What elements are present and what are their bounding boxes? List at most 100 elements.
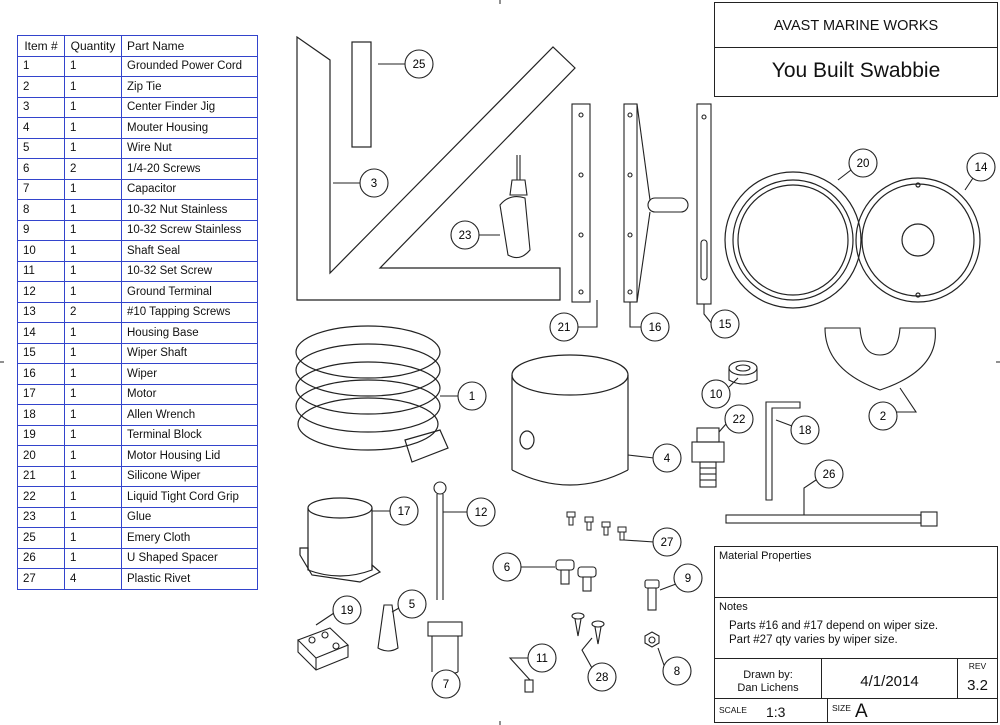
- balloon-callout-3: 3: [333, 168, 389, 198]
- balloon-leader-line: [803, 479, 817, 515]
- balloon-circle: [431, 669, 461, 699]
- balloon-number: 8: [674, 666, 680, 678]
- balloon-number: 12: [475, 507, 488, 519]
- item-number-cell: 17: [17, 383, 65, 405]
- balloon-number: 28: [596, 672, 609, 684]
- balloon-circle: [790, 415, 820, 445]
- balloon-number: 7: [443, 679, 449, 691]
- balloon-callout-1: 1: [440, 381, 487, 411]
- part-motor-housing-lid: [724, 171, 862, 309]
- balloon-leader-line: [728, 377, 739, 388]
- balloon-number: 2: [880, 411, 886, 423]
- balloon-callout-25: 25: [378, 49, 434, 79]
- part-grounded-power-cord: [295, 325, 449, 463]
- size-box: SIZE A: [827, 698, 998, 723]
- balloon-callout-14: 14: [964, 152, 996, 191]
- balloon-leader-line: [623, 539, 655, 543]
- balloon-number: 25: [413, 59, 426, 71]
- balloon-callout-18: 18: [775, 415, 820, 445]
- balloon-circle: [492, 552, 522, 582]
- balloon-number: 22: [733, 414, 746, 426]
- part-wiper: [623, 103, 689, 303]
- part-name-cell: Allen Wrench: [121, 404, 258, 426]
- balloon-circle: [359, 168, 389, 198]
- balloon-leader-line: [391, 607, 400, 613]
- balloon-circle: [848, 148, 878, 178]
- balloon-number: 11: [536, 653, 548, 665]
- balloon-callout-8: 8: [657, 647, 692, 686]
- balloon-circle: [527, 643, 557, 673]
- revision-value: 3.2: [967, 677, 988, 694]
- notes-label: Notes: [719, 601, 748, 613]
- balloon-number: 3: [371, 178, 377, 190]
- balloon-number: 17: [398, 506, 411, 518]
- part-name-cell: Ground Terminal: [121, 281, 258, 303]
- notes-box: Notes Parts #16 and #17 depend on wiper …: [714, 597, 998, 659]
- part-liquid-tight-cord-grip: [691, 427, 725, 488]
- balloon-circle: [652, 443, 682, 473]
- balloon-circle: [404, 49, 434, 79]
- balloon-circle: [640, 312, 670, 342]
- size-label: SIZE: [832, 703, 851, 713]
- part-motor-housing: [511, 354, 629, 486]
- note-line-1: Parts #16 and #17 depend on wiper size.: [729, 620, 939, 632]
- balloon-leader-line: [315, 612, 335, 626]
- part-10-32-screw: [644, 579, 660, 611]
- balloon-number: 18: [799, 425, 812, 437]
- balloon-callout-2: 2: [868, 387, 918, 431]
- balloon-callout-10: 10: [701, 377, 739, 409]
- balloon-callout-20: 20: [837, 148, 878, 181]
- balloon-callout-11: 11: [508, 643, 557, 681]
- part-ground-terminal: [433, 481, 447, 600]
- part-name-cell: Plastic Rivet: [121, 568, 258, 590]
- part-wiper-shaft: [696, 103, 712, 305]
- balloon-circle: [450, 220, 480, 250]
- balloon-circle: [549, 312, 579, 342]
- balloon-number: 1: [469, 391, 475, 403]
- balloon-circle: [814, 459, 844, 489]
- drawn-by-name: Dan Lichens: [737, 682, 799, 694]
- part-silicone-wiper: [571, 103, 591, 303]
- balloon-leader-line: [577, 300, 598, 328]
- drawn-by-label: Drawn by:: [743, 669, 793, 681]
- balloon-leader-line: [659, 583, 677, 591]
- part-zip-tie: [725, 511, 938, 527]
- balloon-number: 5: [409, 599, 415, 611]
- item-number-cell: 10: [17, 240, 65, 262]
- part-terminal-block: [297, 627, 349, 671]
- drawing-title: You Built Swabbie: [771, 59, 941, 82]
- balloon-number: 15: [719, 319, 732, 331]
- balloon-circle: [701, 379, 731, 409]
- balloon-circle: [710, 309, 740, 339]
- part-center-finder-jig: [296, 35, 576, 301]
- part-name-cell: Wiper Shaft: [121, 342, 258, 364]
- part-tapping-screws: [571, 612, 605, 645]
- part-set-screw: [524, 679, 534, 693]
- balloon-number: 27: [661, 537, 674, 549]
- balloon-leader-line: [896, 387, 918, 413]
- material-properties-label: Material Properties: [719, 550, 812, 562]
- balloon-callout-4: 4: [627, 443, 682, 473]
- balloon-callout-28: 28: [581, 637, 617, 692]
- balloon-circle: [457, 381, 487, 411]
- part-name-cell: Emery Cloth: [121, 527, 258, 549]
- size-value: A: [855, 701, 868, 722]
- balloon-callout-5: 5: [391, 589, 427, 619]
- part-capacitor: [427, 621, 463, 672]
- part-u-shaped-spacer: [824, 327, 936, 391]
- title-block-title: You Built Swabbie: [714, 47, 998, 97]
- balloon-leader-line: [964, 177, 974, 191]
- balloon-leader-line: [657, 647, 666, 669]
- balloon-circle: [662, 656, 692, 686]
- balloon-leader-line: [718, 423, 727, 433]
